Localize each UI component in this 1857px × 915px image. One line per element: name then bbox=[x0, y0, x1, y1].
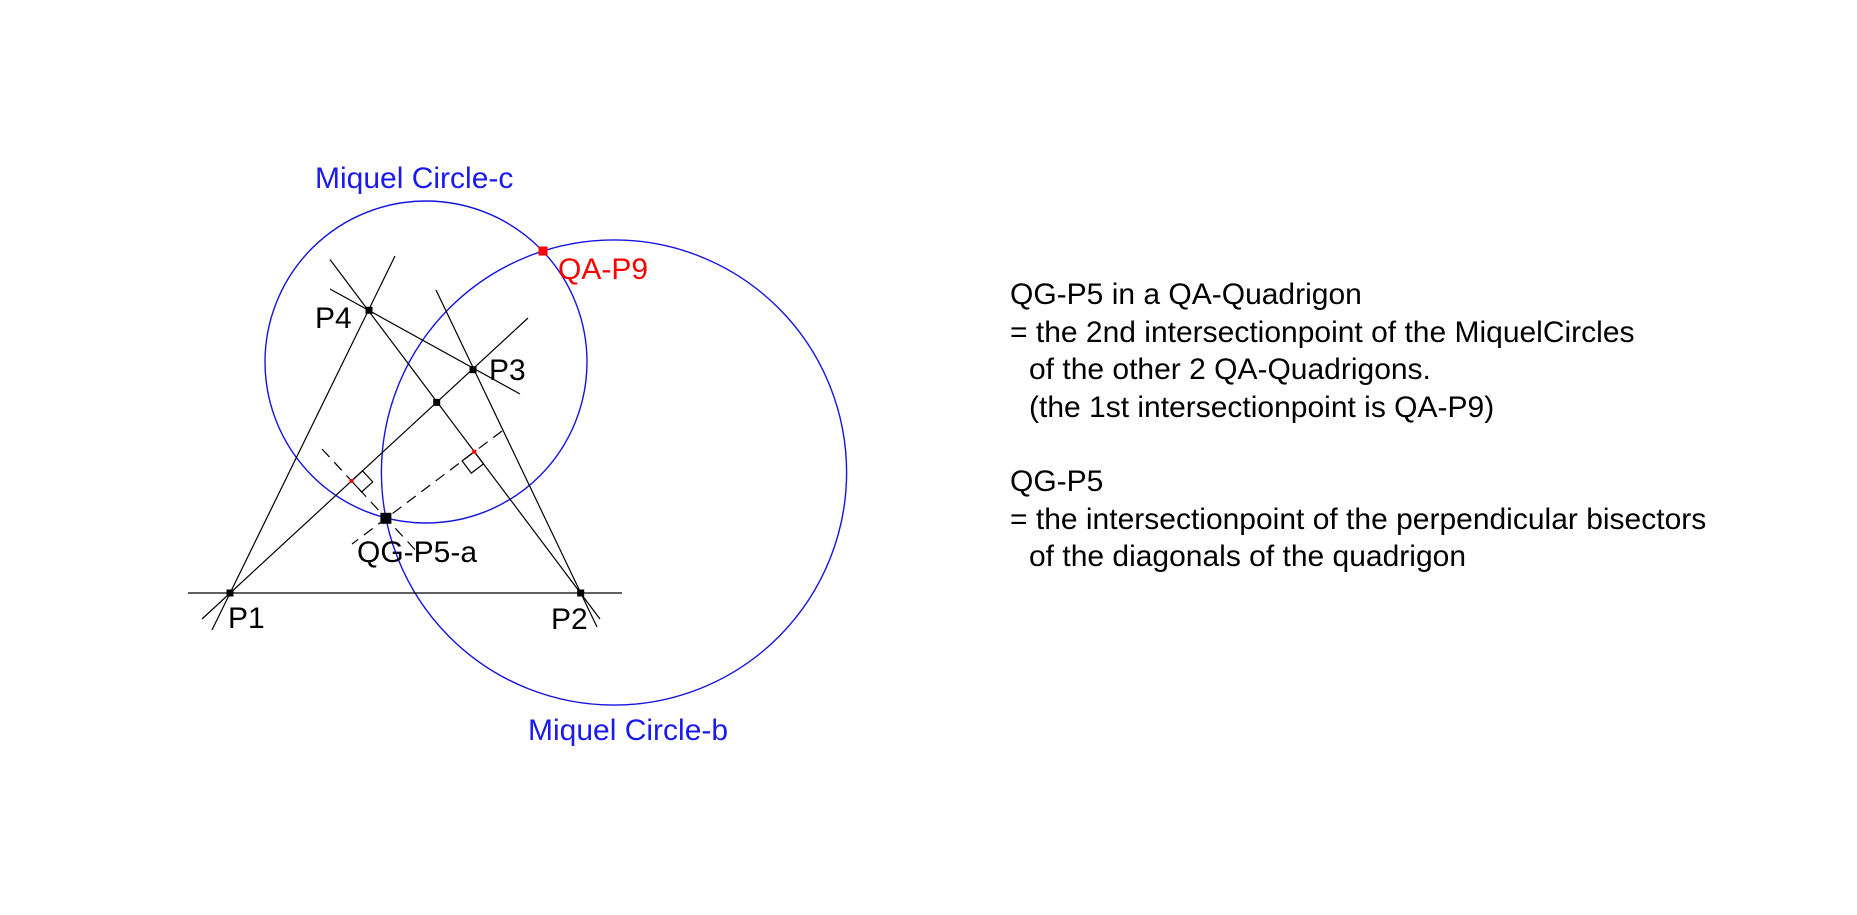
qg-p5-definition: QG-P5 = the intersectionpoint of the per… bbox=[1010, 463, 1770, 576]
point-qg-p5-a bbox=[380, 512, 392, 524]
definition-line: of the diagonals of the quadrigon bbox=[1029, 540, 1467, 573]
definition-line: QG-P5 bbox=[1010, 465, 1104, 498]
definition-line: QG-P5 in a QA-Quadrigon bbox=[1010, 278, 1362, 311]
point-qa-p9 bbox=[538, 246, 548, 256]
label-p4: P4 bbox=[315, 302, 352, 335]
label-miquel-circle-b: Miquel Circle-b bbox=[528, 714, 728, 747]
right-angle-mark-m2 bbox=[461, 450, 485, 474]
right-angle-mark-m1 bbox=[350, 469, 374, 493]
definition-line: = the intersectionpoint of the perpendic… bbox=[1010, 502, 1707, 536]
label-miquel-circle-c: Miquel Circle-c bbox=[315, 162, 513, 195]
label-p1: P1 bbox=[228, 602, 265, 635]
label-qa-p9: QA-P9 bbox=[558, 253, 648, 286]
definition-line: of the other 2 QA-Quadrigons. bbox=[1029, 353, 1431, 386]
label-p3: P3 bbox=[489, 354, 526, 387]
line-p2-p3 bbox=[435, 289, 598, 628]
point-p1 bbox=[226, 589, 234, 597]
line-p2-p4 bbox=[329, 259, 601, 620]
line-p3-p4 bbox=[329, 288, 521, 395]
point-midpoint-p2p4 bbox=[472, 449, 477, 454]
label-qg-p5-a: QG-P5-a bbox=[357, 536, 477, 569]
definition-line: (the 1st intersectionpoint is QA-P9) bbox=[1029, 390, 1495, 424]
definition-text-block: QG-P5 in a QA-Quadrigon = the 2nd inters… bbox=[1010, 276, 1770, 576]
line-p1-p4 bbox=[211, 255, 396, 631]
label-p2: P2 bbox=[551, 603, 588, 636]
definition-line: = the 2nd intersectionpoint of the Mique… bbox=[1010, 315, 1635, 349]
point-p4 bbox=[365, 306, 373, 314]
qg-p5-quadrigon-definition: QG-P5 in a QA-Quadrigon = the 2nd inters… bbox=[1010, 276, 1770, 426]
line-p1-p3 bbox=[201, 317, 529, 620]
perp-bisector-diagonal-p2p4 bbox=[351, 430, 503, 545]
miquel-circle-b bbox=[380, 239, 848, 706]
point-midpoint-p1p3 bbox=[349, 479, 354, 483]
point-p2 bbox=[577, 589, 585, 597]
point-diagonal-intersection bbox=[433, 398, 441, 406]
point-p3 bbox=[469, 366, 477, 374]
perp-bisector-diagonal-p1p3 bbox=[321, 448, 421, 556]
miquel-circle-c bbox=[264, 200, 588, 524]
